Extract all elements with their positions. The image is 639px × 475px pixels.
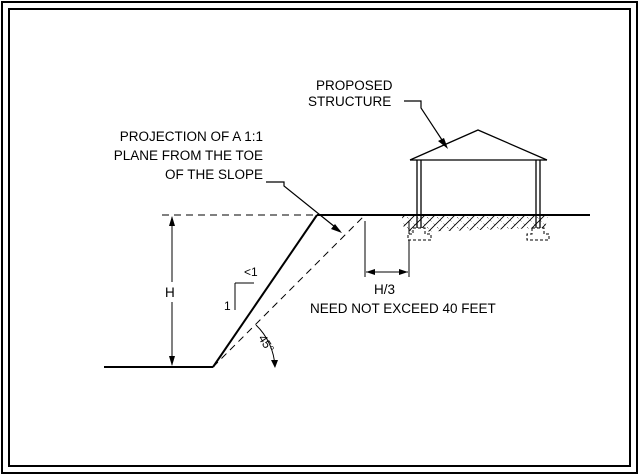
- projection-leader-arrow: [331, 224, 342, 233]
- ratio-run-label: <1: [244, 265, 258, 279]
- angle-label: 45°: [255, 332, 277, 355]
- footings: [407, 227, 550, 241]
- height-label: H: [165, 285, 175, 300]
- setback-dimension: [364, 221, 410, 277]
- setback-label: H/3: [374, 282, 395, 297]
- proposed-structure: [409, 129, 548, 228]
- height-dimension: [160, 216, 184, 366]
- projection-leader: [266, 181, 341, 232]
- slope-ratio-triangle: [234, 282, 254, 310]
- projection-label-line3: OF THE SLOPE: [165, 167, 263, 182]
- structure-leader: [404, 100, 447, 147]
- angle-arrow: [271, 360, 278, 368]
- structure-leader-arrow: [438, 138, 448, 149]
- ratio-rise-label: 1: [224, 299, 231, 313]
- projection-plane-dashed: [212, 214, 366, 368]
- projection-label-line2: PLANE FROM THE TOE: [114, 148, 263, 163]
- setback-note: NEED NOT EXCEED 40 FEET: [310, 301, 496, 316]
- slope-face: [212, 214, 318, 368]
- projection-label-line1: PROJECTION OF A 1:1: [120, 129, 263, 144]
- foundation-soil-hatch: [402, 216, 548, 232]
- structure-label-line2: STRUCTURE: [308, 94, 391, 109]
- structure-label-line1: PROPOSED: [316, 78, 393, 93]
